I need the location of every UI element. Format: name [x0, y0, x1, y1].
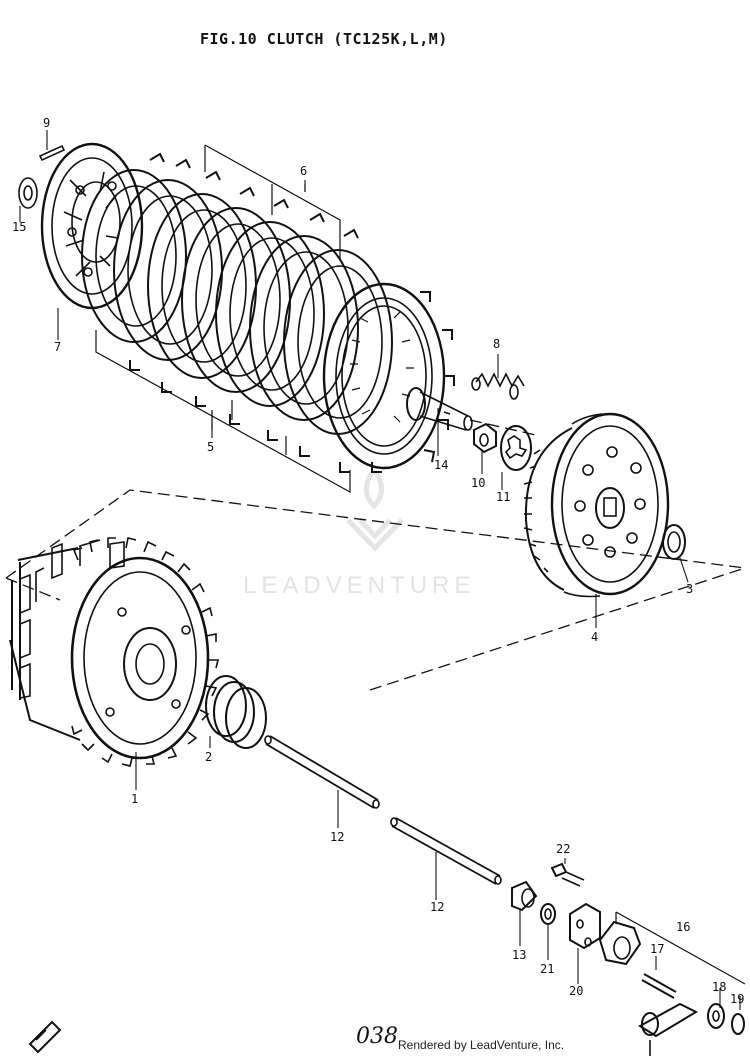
callout-8: 8 [493, 337, 501, 351]
callout-12-right: 12 [430, 900, 445, 914]
part-22-bolt [550, 862, 585, 887]
plate-6 [249, 235, 359, 421]
plate-2 [113, 179, 223, 361]
render-credit: Rendered by LeadVenture, Inc. [398, 1038, 565, 1052]
inner-teeth [350, 311, 414, 423]
callout-20: 20 [569, 984, 584, 998]
callout-15: 15 [12, 220, 27, 234]
callout-5: 5 [207, 440, 215, 454]
plate-1 [81, 169, 187, 343]
release-lever-arm [638, 1002, 699, 1056]
callout-16: 16 [676, 920, 691, 934]
part-2-spring-rings [205, 675, 267, 749]
callout-13: 13 [512, 948, 527, 962]
callout-17: 17 [650, 942, 665, 956]
watermark-logo [346, 470, 404, 552]
callout-12-left: 12 [330, 830, 345, 844]
clutch-plate-stack [81, 152, 455, 473]
part-12-push-rod-right [390, 817, 502, 885]
callout-19: 19 [730, 992, 745, 1006]
callout-1: 1 [131, 792, 139, 806]
dashed-lines [5, 419, 746, 691]
part-16-release-assembly [598, 911, 746, 985]
corner-marker [28, 1020, 62, 1054]
part-15-bearing [18, 177, 38, 209]
watermark-text: LEADVENTURE [243, 572, 476, 599]
part-4-sleeve-hub [523, 412, 670, 598]
part-12-push-rod-left [264, 735, 380, 809]
leader-lines [19, 130, 741, 1010]
part-20-lever-mount [569, 902, 601, 950]
plate-tabs [129, 152, 455, 473]
callout-2: 2 [205, 750, 213, 764]
part-21-washer [540, 903, 556, 925]
part-8-spring [471, 372, 525, 400]
callout-11: 11 [496, 490, 511, 504]
callout-10: 10 [471, 476, 486, 490]
callout-6: 6 [300, 164, 308, 178]
part-19-clip [731, 1013, 745, 1035]
part-11-lock-washer [500, 425, 532, 471]
part-9-pin [38, 144, 66, 162]
callout-4: 4 [591, 630, 599, 644]
plate-8 [322, 282, 446, 470]
plate-5 [215, 221, 325, 407]
part-14-push-piece [406, 387, 473, 431]
page-number: 038 [356, 1024, 398, 1049]
part-1-primary-driven-gear [9, 537, 220, 767]
part-18-washer [707, 1003, 725, 1029]
callout-9: 9 [43, 116, 51, 130]
part-13-cylinder [511, 880, 538, 912]
callout-18: 18 [712, 980, 727, 994]
callout-14: 14 [434, 458, 449, 472]
part-3-washer [662, 524, 686, 560]
callout-7: 7 [54, 340, 62, 354]
callout-22: 22 [556, 842, 571, 856]
callout-3: 3 [686, 582, 694, 596]
figure-title: FIG.10 CLUTCH (TC125K,L,M) [200, 30, 448, 48]
part-10-nut [473, 422, 497, 454]
callout-21: 21 [540, 962, 555, 976]
part-17-pin [641, 973, 677, 999]
part-7-pressure-plate [40, 142, 144, 310]
